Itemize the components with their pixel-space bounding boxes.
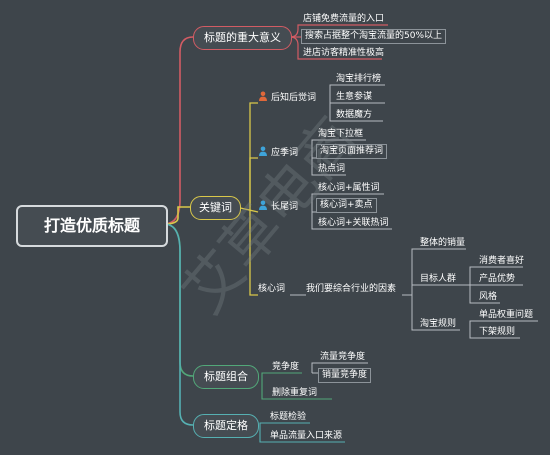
branch-combination[interactable]: 标题组合 xyxy=(193,365,259,389)
rules-item-delisting[interactable]: 下架规则 xyxy=(479,327,516,337)
combination-item-dedupe[interactable]: 删除重复词 xyxy=(272,388,318,398)
combination-item-competition[interactable]: 竞争度 xyxy=(272,362,300,372)
link-combination-1 xyxy=(261,376,332,400)
link-seasonal-2 xyxy=(311,158,346,176)
person-orange-icon xyxy=(258,91,268,101)
person-blue-icon xyxy=(258,146,268,156)
audience-item-style[interactable]: 风格 xyxy=(479,292,498,302)
branch-importance[interactable]: 标题的重大意义 xyxy=(193,26,292,50)
seasonal-item-dropdown[interactable]: 淘宝下拉框 xyxy=(318,129,364,139)
group-core-words[interactable]: 核心词 xyxy=(258,284,286,294)
core-factor[interactable]: 我们要综合行业的因素 xyxy=(306,284,397,294)
branch-keywords[interactable]: 关键词 xyxy=(190,196,241,220)
seasonal-item-recommend[interactable]: 淘宝页面推荐词 xyxy=(316,144,388,159)
link-lagging-0 xyxy=(329,84,385,103)
group-longtail-words-label: 长尾词 xyxy=(271,202,299,212)
link-competition-0 xyxy=(311,362,368,373)
lagging-item-business-advisor[interactable]: 生意参谋 xyxy=(336,92,373,102)
lagging-item-rank[interactable]: 淘宝排行榜 xyxy=(336,74,382,84)
link-rules-0 xyxy=(469,320,538,330)
importance-item-precise-visitors[interactable]: 进店访客精准性极高 xyxy=(303,48,385,58)
seasonal-item-hot[interactable]: 热点词 xyxy=(318,164,346,174)
importance-item-free-traffic[interactable]: 店铺免费流量的入口 xyxy=(303,14,385,24)
link-finalize-0 xyxy=(259,422,310,425)
link-core-sub-2 xyxy=(411,295,460,331)
rules-item-weight[interactable]: 单品权重问题 xyxy=(479,310,534,320)
audience-item-advantage[interactable]: 产品优势 xyxy=(479,274,516,284)
link-root-combination xyxy=(163,223,194,377)
importance-item-search-share[interactable]: 搜索占据整个淘宝流量的50%以上 xyxy=(301,29,447,44)
audience-item-preference[interactable]: 消费者喜好 xyxy=(479,256,525,266)
link-audience-0 xyxy=(469,266,523,285)
longtail-item-related-hot[interactable]: 核心词+关联热词 xyxy=(318,218,389,228)
longtail-item-selling-point[interactable]: 核心词+卖点 xyxy=(316,198,377,213)
link-finalize-1 xyxy=(259,425,345,443)
competition-item-traffic[interactable]: 流量竞争度 xyxy=(320,352,366,362)
group-seasonal-words[interactable]: 应季词 xyxy=(258,146,298,159)
link-keywords-group-1 xyxy=(249,157,258,207)
link-root-finalize xyxy=(163,223,194,426)
lagging-item-data-cube[interactable]: 数据魔方 xyxy=(336,110,373,120)
group-seasonal-words-label: 应季词 xyxy=(271,148,299,158)
link-combination-0 xyxy=(261,372,302,376)
competition-item-sales[interactable]: 销量竞争度 xyxy=(318,368,372,383)
link-core-sub-0 xyxy=(402,248,466,296)
link-keywords-group-3 xyxy=(249,207,258,296)
finalize-item-check[interactable]: 标题检验 xyxy=(270,412,307,422)
group-lagging-words[interactable]: 后知后觉词 xyxy=(258,91,316,104)
link-longtail-2 xyxy=(311,212,392,230)
link-audience-2 xyxy=(469,285,500,304)
core-sub-taobao-rules[interactable]: 淘宝规则 xyxy=(420,319,457,329)
link-keywords-group-0 xyxy=(249,102,258,207)
group-lagging-words-label: 后知后觉词 xyxy=(271,93,317,103)
person-blue-icon xyxy=(258,200,268,210)
link-root-importance xyxy=(163,36,194,225)
finalize-item-entry-source[interactable]: 单品流量入口来源 xyxy=(270,431,343,441)
link-rules-1 xyxy=(469,330,520,339)
link-longtail-0 xyxy=(311,193,384,212)
branch-finalize[interactable]: 标题定格 xyxy=(193,414,259,438)
link-lagging-2 xyxy=(329,103,383,122)
core-sub-total-sales[interactable]: 整体的销量 xyxy=(420,238,466,248)
root-node[interactable]: 打造优质标题 xyxy=(16,205,168,247)
longtail-item-attribute[interactable]: 核心词+属性词 xyxy=(318,183,380,193)
link-seasonal-0 xyxy=(311,139,366,158)
core-sub-target-audience[interactable]: 目标人群 xyxy=(420,274,457,284)
group-longtail-words[interactable]: 长尾词 xyxy=(258,200,298,213)
